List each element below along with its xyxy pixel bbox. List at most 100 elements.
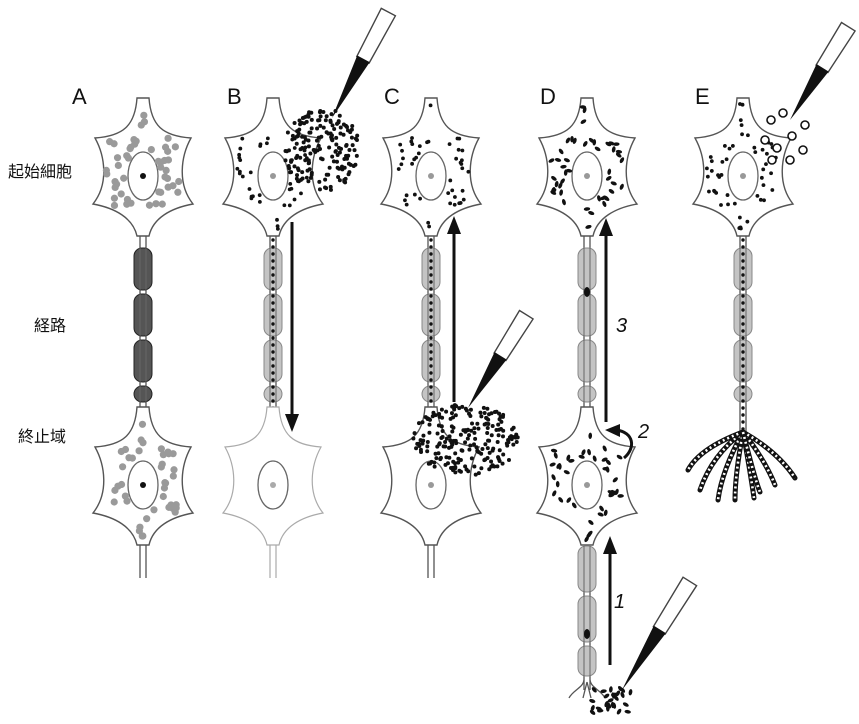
granule xyxy=(164,135,171,142)
tracer-dot xyxy=(330,137,334,141)
viral-particle xyxy=(801,121,809,129)
tracer-dot xyxy=(425,444,429,448)
tracer-dot xyxy=(494,428,498,432)
myelin-segment xyxy=(134,294,152,336)
granule xyxy=(164,148,171,155)
tracer-dot xyxy=(460,166,464,170)
panel-a xyxy=(93,98,193,578)
tracer-dot xyxy=(325,173,329,177)
tracer-dot xyxy=(437,451,441,455)
tracer-dot xyxy=(726,202,730,206)
granule xyxy=(139,439,146,446)
tracer-dot xyxy=(417,151,421,155)
tracer-dot xyxy=(323,178,327,182)
tracer-dot xyxy=(300,146,304,150)
tracer-dot xyxy=(759,198,763,202)
granule xyxy=(163,167,170,174)
tracer-dot xyxy=(431,414,435,418)
granule xyxy=(165,504,172,511)
granule xyxy=(111,202,118,209)
tracer-dot xyxy=(289,158,293,162)
tracer-dot xyxy=(238,170,242,174)
tracer-dot xyxy=(295,142,299,146)
tracer-dot xyxy=(346,154,350,158)
panel-letter-a: A xyxy=(72,84,87,109)
tracer-dot xyxy=(723,144,727,148)
tracer-dot xyxy=(486,422,490,426)
tracer-dot xyxy=(457,469,461,473)
tracer-dot xyxy=(472,442,476,446)
tracer-dot xyxy=(733,202,737,206)
tracer-dot xyxy=(447,456,451,460)
tracer-dot xyxy=(399,162,403,166)
tracer-dot xyxy=(427,462,431,466)
tracer-dot xyxy=(448,179,452,183)
tracer-dot xyxy=(334,143,338,147)
tracer-dot xyxy=(441,429,445,433)
anterograde-arrow-b xyxy=(285,222,299,432)
tracer-dot xyxy=(762,183,766,187)
tracer-dot xyxy=(706,175,710,179)
tracer-dot xyxy=(489,465,493,469)
myelin-segment xyxy=(578,546,596,592)
granule xyxy=(113,181,120,188)
tracer-dot xyxy=(295,135,299,139)
tracer-dot xyxy=(726,193,730,197)
tracer-dot xyxy=(411,436,415,440)
origin-cell-a xyxy=(93,98,193,236)
tracer-dot xyxy=(438,441,442,445)
tracer-dot xyxy=(317,180,321,184)
tracer-dot xyxy=(338,114,342,118)
nucleolus xyxy=(270,173,276,179)
origin-cell-b xyxy=(223,98,323,236)
tracer-dot xyxy=(728,147,732,151)
granule xyxy=(136,527,143,534)
tracer-dot xyxy=(418,197,422,201)
granule xyxy=(138,121,145,128)
tracer-dot xyxy=(241,175,245,179)
tracer-dot xyxy=(317,136,321,140)
tracer-dot xyxy=(429,104,433,108)
tracer-dot xyxy=(355,154,359,158)
tracer-dot xyxy=(295,177,299,181)
tracer-dot xyxy=(437,412,441,416)
tracer-dot xyxy=(317,144,321,148)
tracer-dot xyxy=(496,440,500,444)
granule xyxy=(172,509,179,516)
panel-d: 1 2 3 xyxy=(537,98,697,716)
tracer-dot xyxy=(337,146,341,150)
tracer-dot xyxy=(426,221,430,225)
tracer-dot xyxy=(739,118,743,122)
granule xyxy=(170,472,177,479)
tracer-dot xyxy=(463,430,467,434)
tracer-dot xyxy=(448,439,452,443)
tracer-dot xyxy=(283,158,287,162)
tracer-dot xyxy=(293,121,297,125)
nucleolus xyxy=(740,173,746,179)
tracer-dot xyxy=(477,471,481,475)
tracer-dot xyxy=(350,128,354,132)
tracer-dot xyxy=(712,189,716,193)
tracer-dot xyxy=(738,102,742,106)
tracer-dot xyxy=(303,158,307,162)
tracer-dot xyxy=(466,170,470,174)
tracer-dot xyxy=(460,149,464,153)
tracer-dot xyxy=(351,143,355,147)
granule xyxy=(150,506,157,513)
tracer-dot xyxy=(444,410,448,414)
tracer-dot xyxy=(327,146,331,150)
nucleolus xyxy=(428,173,434,179)
tracer-dot xyxy=(310,118,314,122)
tracer-dot xyxy=(475,449,479,453)
tracer-dot xyxy=(462,198,466,202)
tracer-dot xyxy=(307,110,311,114)
tracer-dot xyxy=(397,167,401,171)
tracer-dot xyxy=(717,175,721,179)
tracer-dot xyxy=(491,424,495,428)
granule xyxy=(155,188,162,195)
tracer-dot xyxy=(449,417,453,421)
tracer-dot xyxy=(467,412,471,416)
tracer-dot xyxy=(347,170,351,174)
tracer-dot xyxy=(486,426,490,430)
tracer-dot xyxy=(434,456,438,460)
